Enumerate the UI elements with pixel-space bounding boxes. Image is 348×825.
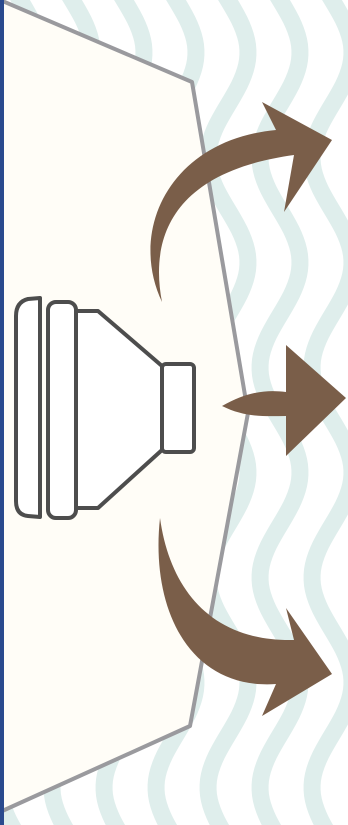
speaker-icon xyxy=(14,296,196,520)
left-edge-stripe xyxy=(0,0,4,825)
arrow-up-right-icon xyxy=(150,102,332,302)
speaker-back-plate xyxy=(14,296,42,519)
speaker-rim xyxy=(46,300,78,520)
arrow-down-right-icon xyxy=(158,518,332,716)
speaker-nozzle xyxy=(160,362,196,454)
arrow-right-icon xyxy=(222,345,346,456)
